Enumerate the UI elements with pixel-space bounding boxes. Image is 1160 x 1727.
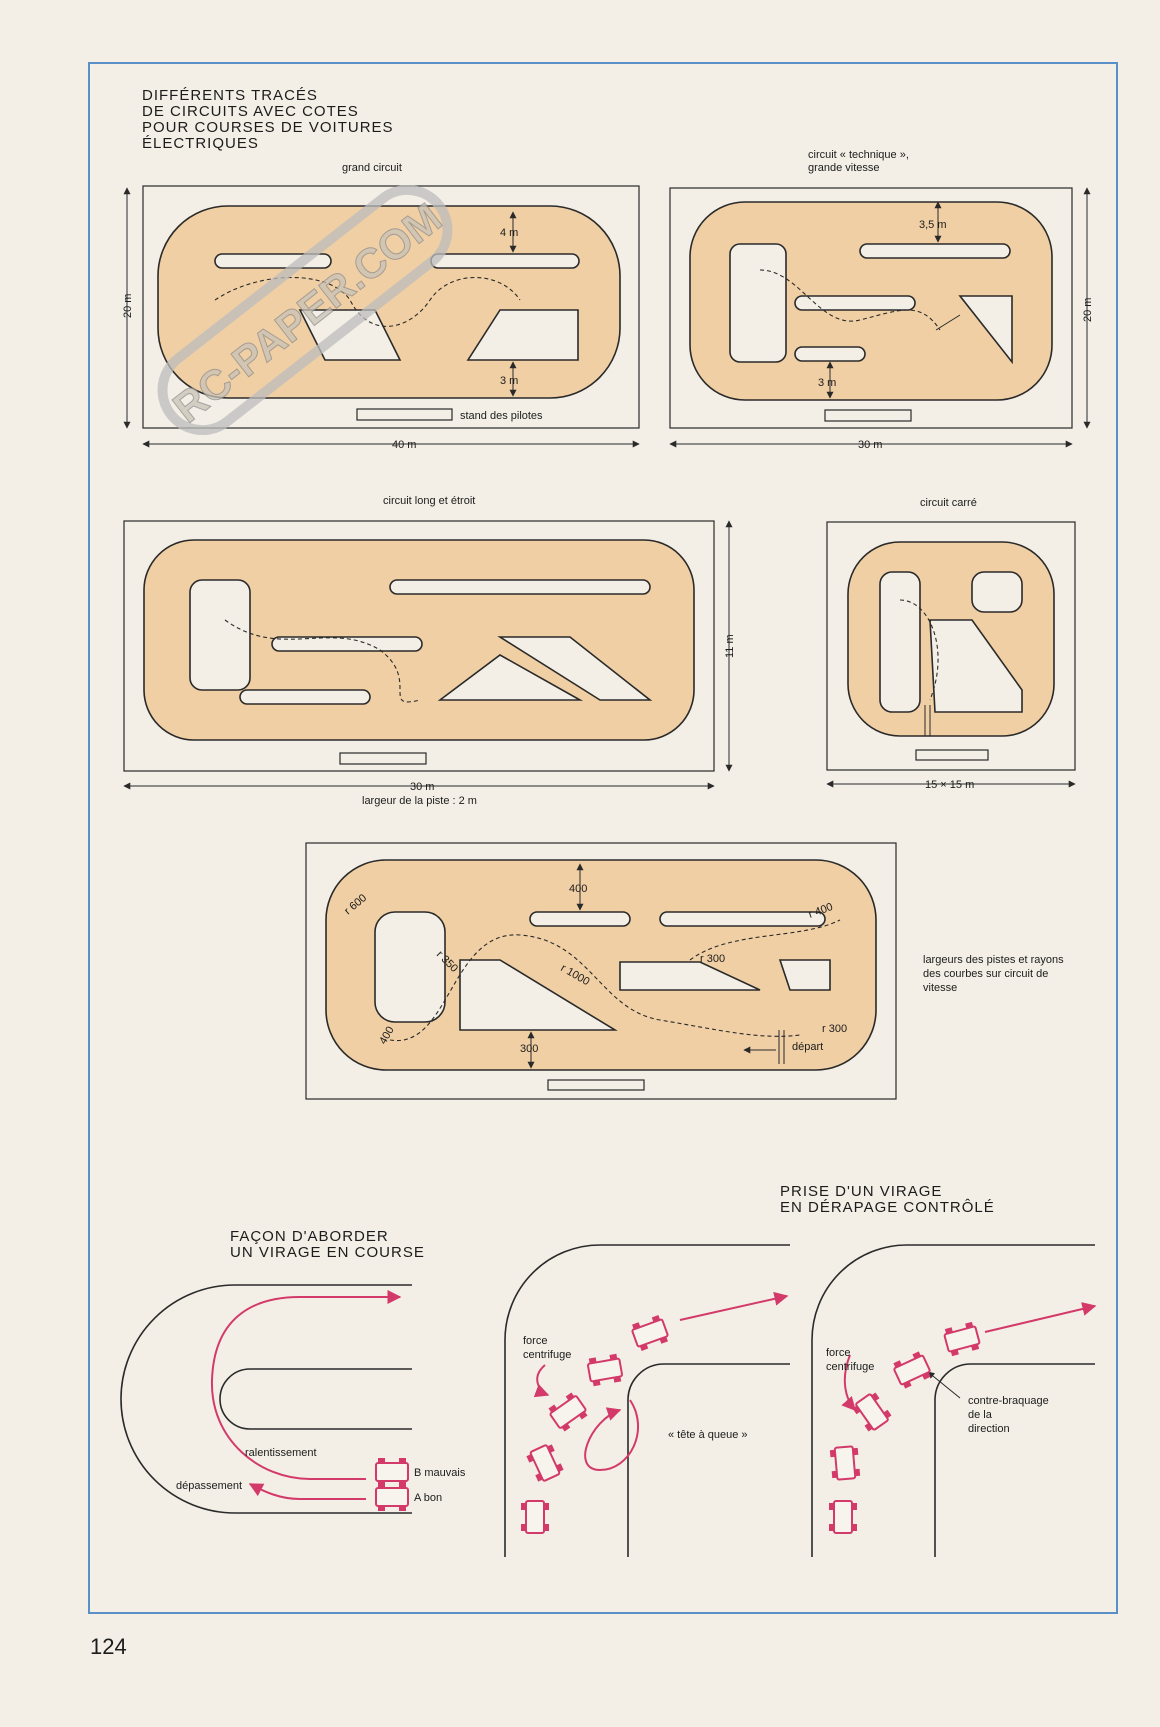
speed-caption-1: largeurs des pistes et rayons	[923, 954, 1064, 966]
grand-bottom-gap: 3 m	[500, 375, 518, 387]
force1-label-2: centrifuge	[523, 1349, 571, 1361]
title-line-4: ÉLECTRIQUES	[142, 135, 259, 152]
technique-stand-icon	[824, 409, 912, 422]
speed-circuit-diagram: 400 300 r 600 r 350 r 1000 r 400 r 300 r…	[305, 842, 1064, 1100]
title-line-1: DIFFÉRENTS TRACÉS	[142, 87, 318, 104]
long-stand-icon	[339, 752, 427, 765]
force2-label-2: centrifuge	[826, 1361, 874, 1373]
speed-top-width: 400	[569, 883, 587, 895]
page-title: DIFFÉRENTS TRACÉS DE CIRCUITS AVEC COTES…	[142, 87, 394, 152]
speed-caption-3: vitesse	[923, 982, 957, 994]
speed-stand-icon	[547, 1079, 645, 1091]
drift-car-3	[545, 1390, 591, 1434]
technique-circuit-diagram: circuit « technique », grande vitesse 3,…	[669, 149, 1094, 451]
drift-diagram: PRISE D'UN VIRAGE EN DÉRAPAGE CONTRÔLÉ f…	[504, 1183, 1097, 1557]
square-circuit-frame	[826, 521, 1076, 771]
approach-diagram: FAÇON D'ABORDER UN VIRAGE EN COURSE rale…	[120, 1228, 466, 1514]
car-b-icon	[375, 1457, 409, 1487]
approach-title-2: UN VIRAGE EN COURSE	[230, 1244, 425, 1261]
technique-label-2: grande vitesse	[808, 162, 880, 174]
slowdown-label: ralentissement	[245, 1447, 317, 1459]
page-number: 124	[90, 1634, 127, 1659]
technique-label-1: circuit « technique »,	[808, 149, 909, 161]
square-circuit-diagram: circuit carré 15 × 15 m	[826, 497, 1076, 791]
title-line-2: DE CIRCUITS AVEC COTES	[142, 103, 359, 120]
counter-label-2: de la	[968, 1409, 993, 1421]
radius-label-300-a: r 300	[700, 953, 725, 965]
start-label: départ	[792, 1041, 823, 1053]
grand-height-dim: 20 m	[122, 294, 134, 318]
square-circuit-label: circuit carré	[920, 497, 977, 509]
title-line-3: POUR COURSES DE VOITURES	[142, 119, 394, 136]
drift-car-7	[828, 1444, 862, 1482]
drift-car-6	[828, 1500, 858, 1534]
long-circuit-label: circuit long et étroit	[383, 495, 475, 507]
long-width-dim: 30 m	[410, 781, 434, 793]
drift-car-1	[520, 1500, 550, 1534]
long-track-width-note: largeur de la piste : 2 m	[362, 795, 477, 807]
technique-bottom-gap: 3 m	[818, 377, 836, 389]
car-b-label: B mauvais	[414, 1467, 466, 1479]
grand-circuit-label: grand circuit	[342, 162, 402, 174]
drift-car-9	[890, 1349, 934, 1391]
grand-stand-label: stand des pilotes	[460, 410, 543, 422]
counter-label-3: direction	[968, 1423, 1010, 1435]
technique-height-dim: 20 m	[1082, 298, 1094, 322]
grand-top-gap: 4 m	[500, 227, 518, 239]
grand-stand-icon	[356, 408, 453, 421]
drift-title-2: EN DÉRAPAGE CONTRÔLÉ	[780, 1199, 995, 1216]
spin-label: « tête à queue »	[668, 1429, 748, 1441]
car-a-icon	[375, 1482, 409, 1512]
technique-top-gap: 3,5 m	[919, 219, 947, 231]
speed-circuit-frame	[305, 842, 897, 1100]
counter-label-1: contre-braquage	[968, 1395, 1049, 1407]
long-height-dim: 11 m	[724, 634, 736, 658]
force1-label-1: force	[523, 1335, 547, 1347]
drift-car-10	[941, 1320, 983, 1358]
car-a-label: A bon	[414, 1492, 442, 1504]
page-frame	[88, 62, 1118, 1614]
grand-width-dim: 40 m	[392, 439, 416, 451]
drift-car-8	[850, 1389, 894, 1435]
speed-bottom-width: 300	[520, 1043, 538, 1055]
technique-width-dim: 30 m	[858, 439, 882, 451]
drift-car-4	[585, 1352, 625, 1388]
drift-car-5	[629, 1313, 671, 1353]
grand-circuit-diagram: grand circuit 4 m 3 m stand des pilotes …	[122, 162, 640, 451]
drift-title-1: PRISE D'UN VIRAGE	[780, 1183, 942, 1200]
technique-circuit-frame	[669, 187, 1073, 429]
long-circuit-frame	[123, 520, 715, 772]
approach-title-1: FAÇON D'ABORDER	[230, 1228, 389, 1245]
overtake-label: dépassement	[176, 1480, 242, 1492]
square-stand-icon	[915, 749, 989, 761]
square-size-dim: 15 × 15 m	[925, 779, 974, 791]
speed-caption-2: des courbes sur circuit de	[923, 968, 1048, 980]
radius-label-300-b: r 300	[822, 1023, 847, 1035]
force2-label-1: force	[826, 1347, 850, 1359]
grand-circuit-track	[157, 205, 621, 399]
long-circuit-diagram: circuit long et étroit 11 m 30 m largeur…	[123, 495, 736, 807]
drift-car-2	[524, 1441, 566, 1485]
